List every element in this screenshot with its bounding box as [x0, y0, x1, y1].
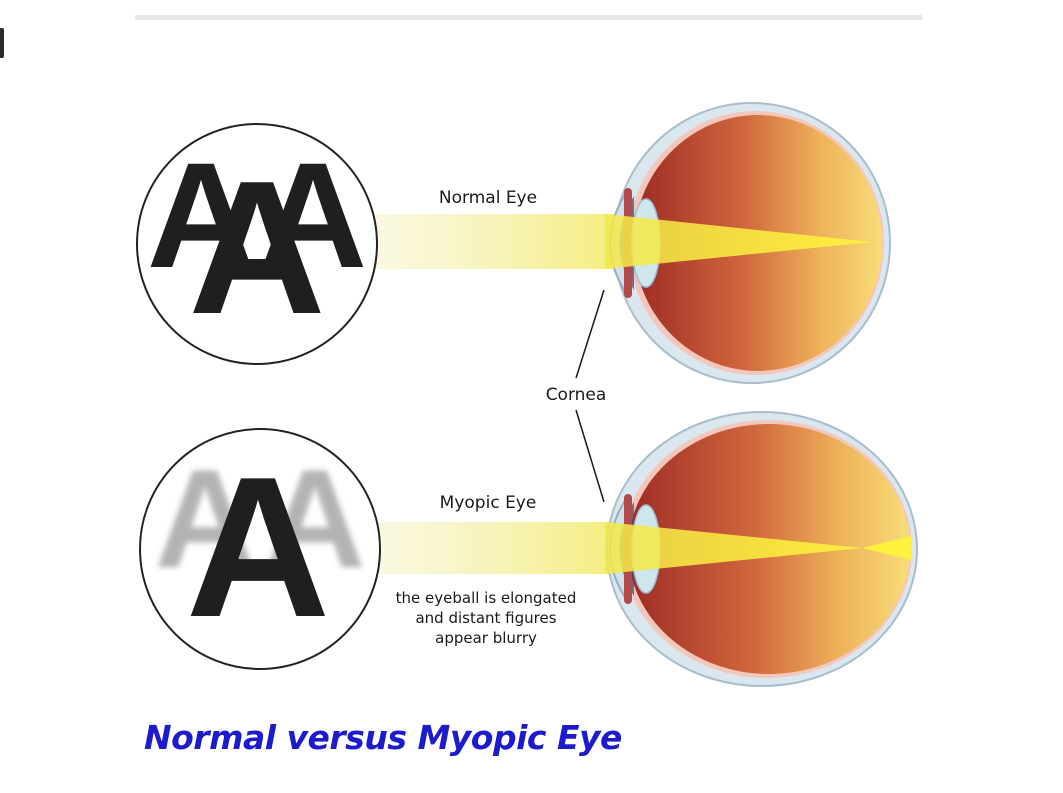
normal-eye-section: A A A Normal Eye [136, 102, 891, 384]
normal-eyeball [605, 102, 891, 384]
normal-letter-left: A [147, 131, 255, 299]
myopic-spread-cone [862, 536, 912, 560]
diagram-caption: Normal versus Myopic Eye [144, 718, 622, 757]
myopic-note-line-3: appear blurry [435, 629, 537, 647]
normal-light-beam [372, 214, 634, 269]
normal-focus-cone [605, 214, 872, 269]
myopic-light-beam [372, 522, 634, 574]
myopic-note: the eyeball is elongated and distant fig… [396, 589, 577, 647]
myopic-letter-center: A [186, 436, 330, 659]
myopic-vision-circle: A A A [139, 428, 381, 670]
cornea-label: Cornea [546, 385, 607, 405]
normal-vision-circle: A A A [136, 123, 378, 365]
myopic-note-line-2: and distant figures [415, 609, 556, 627]
myopic-note-line-1: the eyeball is elongated [396, 589, 577, 607]
cornea-callout: Cornea [546, 289, 607, 503]
normal-letter-center: A [188, 142, 325, 354]
myopic-eye-label: Myopic Eye [440, 493, 537, 513]
myopic-eyeball [605, 411, 918, 687]
myopic-letter-left-blurred: A [154, 440, 255, 597]
normal-letter-right: A [259, 131, 367, 299]
myopic-letter-right-blurred: A [264, 440, 365, 597]
edge-marker [0, 28, 4, 58]
top-divider [135, 15, 922, 20]
normal-eye-label: Normal Eye [439, 188, 537, 208]
myopic-focus-cone [605, 522, 862, 574]
myopic-eye-section: A A A Myopic Eye the eyeball is elongate… [139, 411, 918, 687]
